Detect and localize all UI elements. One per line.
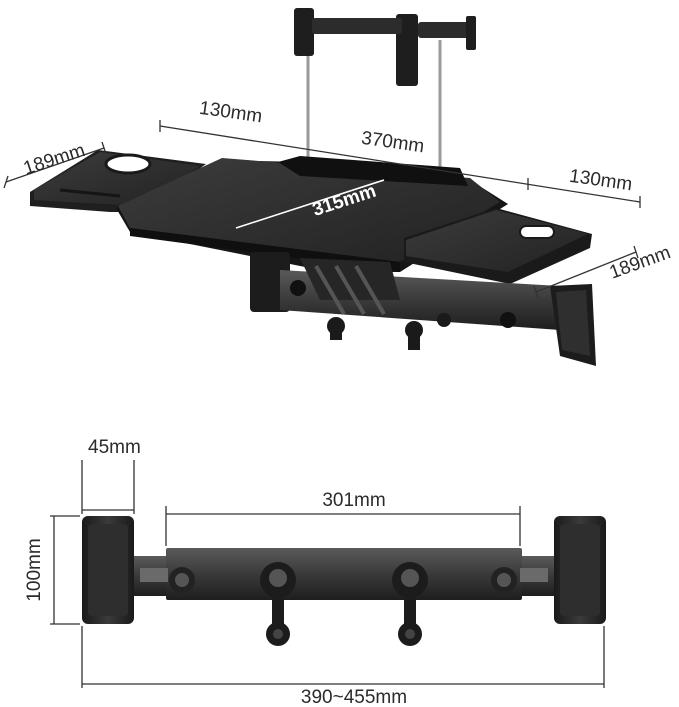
mount-rail	[132, 548, 556, 600]
label-total-width: 390~455mm	[301, 687, 407, 707]
label-mount-thickness: 45mm	[88, 437, 141, 458]
label-rail-length: 301mm	[322, 490, 385, 511]
left-end-block	[82, 516, 134, 624]
right-side-tray	[404, 208, 592, 284]
right-end-block	[554, 516, 606, 624]
label-right-tray-depth: 189mm	[607, 242, 674, 283]
label-right-tray-width: 130mm	[568, 166, 634, 196]
top-product-view: 189mm 130mm 370mm 130mm 315mm 189mm	[3, 8, 674, 366]
label-left-tray-width: 130mm	[198, 98, 264, 128]
label-main-tray-width: 370mm	[360, 128, 426, 158]
dim-mount-height: 100mm	[24, 515, 80, 625]
hook-left	[260, 562, 296, 646]
label-mount-height: 100mm	[24, 538, 45, 601]
rail-knob-left	[169, 567, 195, 593]
dim-rail-length: 301mm	[165, 490, 521, 546]
dim-total-width: 390~455mm	[81, 626, 605, 707]
rail-knob-right	[491, 567, 517, 593]
bottom-mount-view: 45mm 100mm 301mm 390~455mm	[24, 437, 606, 707]
dim-mount-thickness: 45mm	[81, 437, 141, 514]
top-mounting-rail	[250, 252, 596, 366]
hook-right	[392, 562, 428, 646]
main-tray	[116, 156, 508, 272]
